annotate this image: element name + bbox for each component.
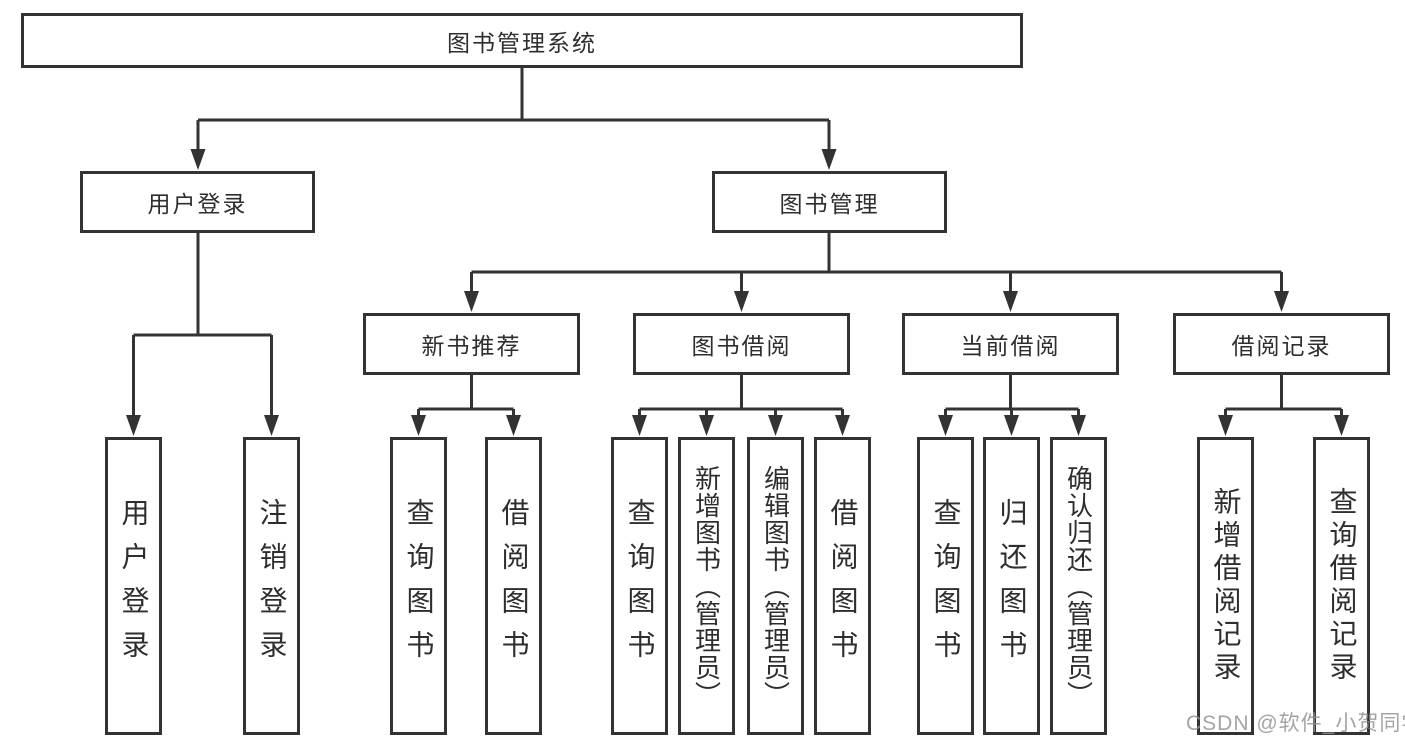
- node-borrow-record-label: 借阅记录: [1231, 333, 1332, 359]
- node-root: 图书管理系统: [21, 13, 1023, 68]
- leaf-borrow-borrow-label: 借阅图书: [827, 498, 859, 674]
- node-new-book-recommend-label: 新书推荐: [421, 333, 522, 359]
- node-user-login-label: 用户登录: [147, 191, 248, 217]
- leaf-user-login-label: 用户登录: [118, 498, 150, 674]
- node-current-borrow: 当前借阅: [902, 313, 1119, 375]
- leaf-newbook-borrow: 借阅图书: [485, 437, 542, 735]
- leaf-borrow-borrow: 借阅图书: [814, 437, 871, 735]
- leaf-newbook-query: 查询图书: [390, 437, 447, 735]
- leaf-borrow-query-label: 查询图书: [624, 498, 656, 674]
- leaf-user-login: 用户登录: [105, 437, 162, 735]
- node-root-label: 图书管理系统: [447, 29, 597, 56]
- leaf-history-query-record-label: 查询借阅记录: [1326, 487, 1358, 685]
- node-book-management: 图书管理: [712, 171, 947, 233]
- leaf-borrow-add-admin-label: 新增图书（管理员）: [691, 464, 722, 708]
- leaf-history-add-record-label: 新增借阅记录: [1210, 487, 1242, 685]
- arrowheads: [126, 149, 1349, 436]
- leaf-current-confirm-return-admin-label: 确认归还（管理员）: [1063, 464, 1094, 708]
- node-current-borrow-label: 当前借阅: [960, 333, 1061, 359]
- node-book-borrow: 图书借阅: [633, 313, 850, 375]
- leaf-current-query-label: 查询图书: [930, 498, 962, 674]
- csdn-watermark: CSDN @软件_小贺同学: [1186, 712, 1405, 735]
- node-book-borrow-label: 图书借阅: [691, 333, 792, 359]
- node-book-management-label: 图书管理: [779, 191, 880, 217]
- node-borrow-record: 借阅记录: [1173, 313, 1390, 375]
- leaf-current-return-label: 归还图书: [996, 498, 1028, 674]
- leaf-current-confirm-return-admin: 确认归还（管理员）: [1050, 437, 1107, 735]
- leaf-logout-label: 注销登录: [256, 498, 288, 674]
- leaf-borrow-add-admin: 新增图书（管理员）: [678, 437, 735, 735]
- node-user-login: 用户登录: [80, 171, 315, 233]
- leaf-borrow-query: 查询图书: [611, 437, 668, 735]
- leaf-current-return: 归还图书: [983, 437, 1040, 735]
- leaf-current-query: 查询图书: [917, 437, 974, 735]
- leaf-history-query-record: 查询借阅记录: [1313, 437, 1370, 735]
- node-new-book-recommend: 新书推荐: [363, 313, 580, 375]
- leaf-logout: 注销登录: [243, 437, 300, 735]
- leaf-newbook-query-label: 查询图书: [403, 498, 435, 674]
- leaf-history-add-record: 新增借阅记录: [1197, 437, 1254, 735]
- leaf-borrow-edit-admin: 编辑图书（管理员）: [747, 437, 804, 735]
- leaf-newbook-borrow-label: 借阅图书: [498, 498, 530, 674]
- leaf-borrow-edit-admin-label: 编辑图书（管理员）: [760, 464, 791, 708]
